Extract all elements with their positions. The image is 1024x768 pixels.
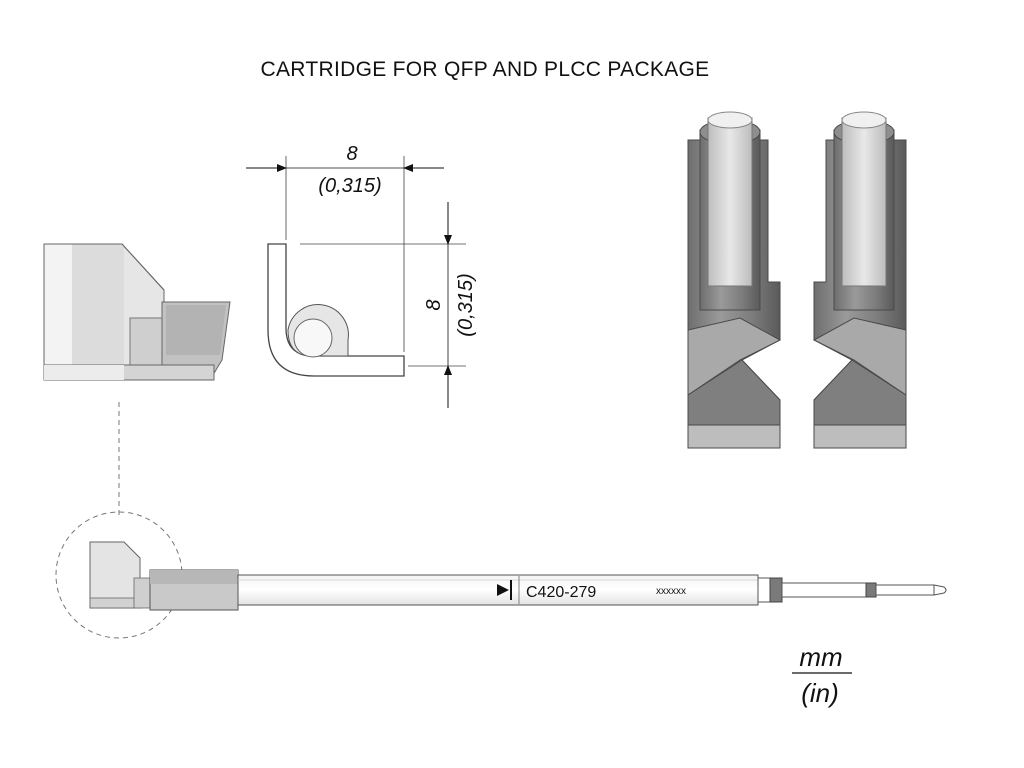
units-primary: mm [799,642,842,672]
orientation-arrow-icon [497,584,509,596]
width-in-label: (0,315) [318,175,381,197]
height-mm-label: 8 [423,299,445,310]
cartridge-full-view: C420-279 xxxxxx [89,541,947,611]
units-secondary: (in) [801,678,839,708]
part-number-label: C420-279 [526,584,596,601]
tip-perspective-view [687,111,907,449]
serial-label: xxxxxx [656,586,686,597]
tip-side-view [43,243,231,381]
height-dimension: 8 (0,315) [300,202,477,408]
tip-profile-view [267,243,405,377]
right-prong [812,111,907,449]
width-mm-label: 8 [346,143,357,165]
left-prong [687,111,782,449]
height-in-label: (0,315) [455,273,477,336]
width-dimension: 8 (0,315) [246,143,444,352]
diagram-title: CARTRIDGE FOR QFP AND PLCC PACKAGE [260,58,710,81]
units-legend: mm (in) [792,642,852,708]
